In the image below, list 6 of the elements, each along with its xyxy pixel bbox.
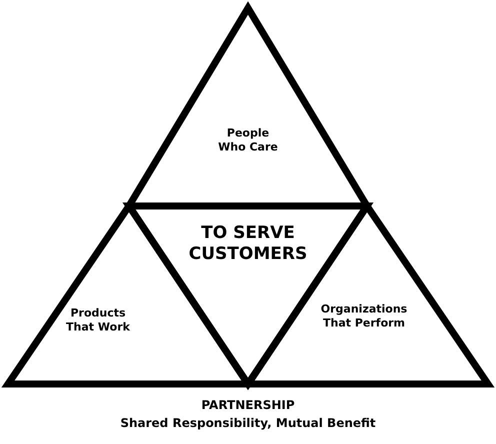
segment-label: Products That Work bbox=[65, 306, 131, 334]
segment-label: People Who Care bbox=[218, 126, 278, 154]
segment-label: TO SERVE CUSTOMERS bbox=[188, 222, 308, 266]
heading-text: PARTNERSHIP bbox=[200, 398, 296, 412]
segment-label: Organizations That Perform bbox=[320, 302, 408, 330]
subtitle-text: Shared Responsibility, Mutual Benefit bbox=[119, 416, 377, 430]
